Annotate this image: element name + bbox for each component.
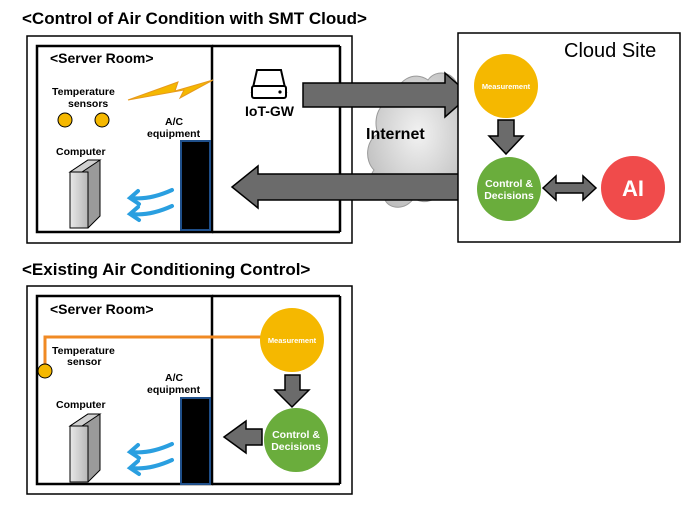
bottom-temp-sensor-label-2: sensor	[67, 356, 101, 368]
bottom-ac-label-1: A/C	[165, 372, 184, 384]
top-temp-sensor-1	[57, 112, 73, 128]
top-temp-sensors-label-2: sensors	[68, 98, 108, 110]
top-computer-label: Computer	[56, 146, 106, 158]
bottom-control-node	[264, 408, 328, 472]
bottom-computer-icon	[68, 413, 102, 483]
bottom-control-label-1: Control &	[272, 429, 320, 441]
iot-gw-icon	[250, 69, 288, 99]
ai-label: AI	[622, 176, 644, 201]
top-ac-equipment	[180, 140, 211, 231]
bottom-control-label-2: Decisions	[271, 441, 321, 453]
ai-node	[601, 156, 665, 220]
cloud-site-label: Cloud Site	[564, 40, 656, 62]
bottom-temp-sensor-label-1: Temperature	[52, 345, 115, 357]
top-control-label-1: Control &	[485, 178, 533, 190]
arrow-control-to-ac-bottom	[222, 419, 263, 455]
bottom-server-room-label: <Server Room>	[50, 301, 154, 317]
top-measurement-node	[474, 54, 538, 118]
bottom-measurement-node	[260, 308, 324, 372]
bottom-measurement-label: Measurement	[268, 336, 317, 345]
arrow-measurement-to-control-top	[487, 119, 525, 156]
top-control-node	[477, 157, 541, 221]
top-ac-label-1: A/C	[165, 116, 184, 128]
internet-label: Internet	[366, 126, 425, 143]
top-server-room-label: <Server Room>	[50, 50, 154, 66]
arrow-measurement-to-control-bottom	[273, 374, 311, 409]
bottom-ac-label-2: equipment	[147, 384, 201, 396]
arrow-cloud-to-ac	[230, 164, 464, 210]
top-airflow-icon	[126, 188, 174, 222]
bottom-airflow-icon	[126, 442, 174, 476]
arrow-control-ai-bidirectional	[541, 174, 598, 202]
top-ac-label-2: equipment	[147, 128, 201, 140]
top-temp-sensors-label-1: Temperature	[52, 86, 115, 98]
iot-gw-label: IoT-GW	[245, 103, 295, 119]
top-control-label-2: Decisions	[484, 190, 534, 202]
top-computer-icon	[68, 159, 102, 229]
top-wireless-lightning-icon	[127, 79, 214, 101]
bottom-ac-equipment	[180, 397, 211, 485]
top-temp-sensor-2	[94, 112, 110, 128]
bottom-title: <Existing Air Conditioning Control>	[22, 260, 310, 279]
top-measurement-label: Measurement	[482, 82, 531, 91]
top-title: <Control of Air Condition with SMT Cloud…	[22, 9, 367, 28]
bottom-temp-sensor	[37, 363, 53, 379]
bottom-computer-label: Computer	[56, 399, 106, 411]
bottom-sensor-wire	[43, 335, 262, 367]
